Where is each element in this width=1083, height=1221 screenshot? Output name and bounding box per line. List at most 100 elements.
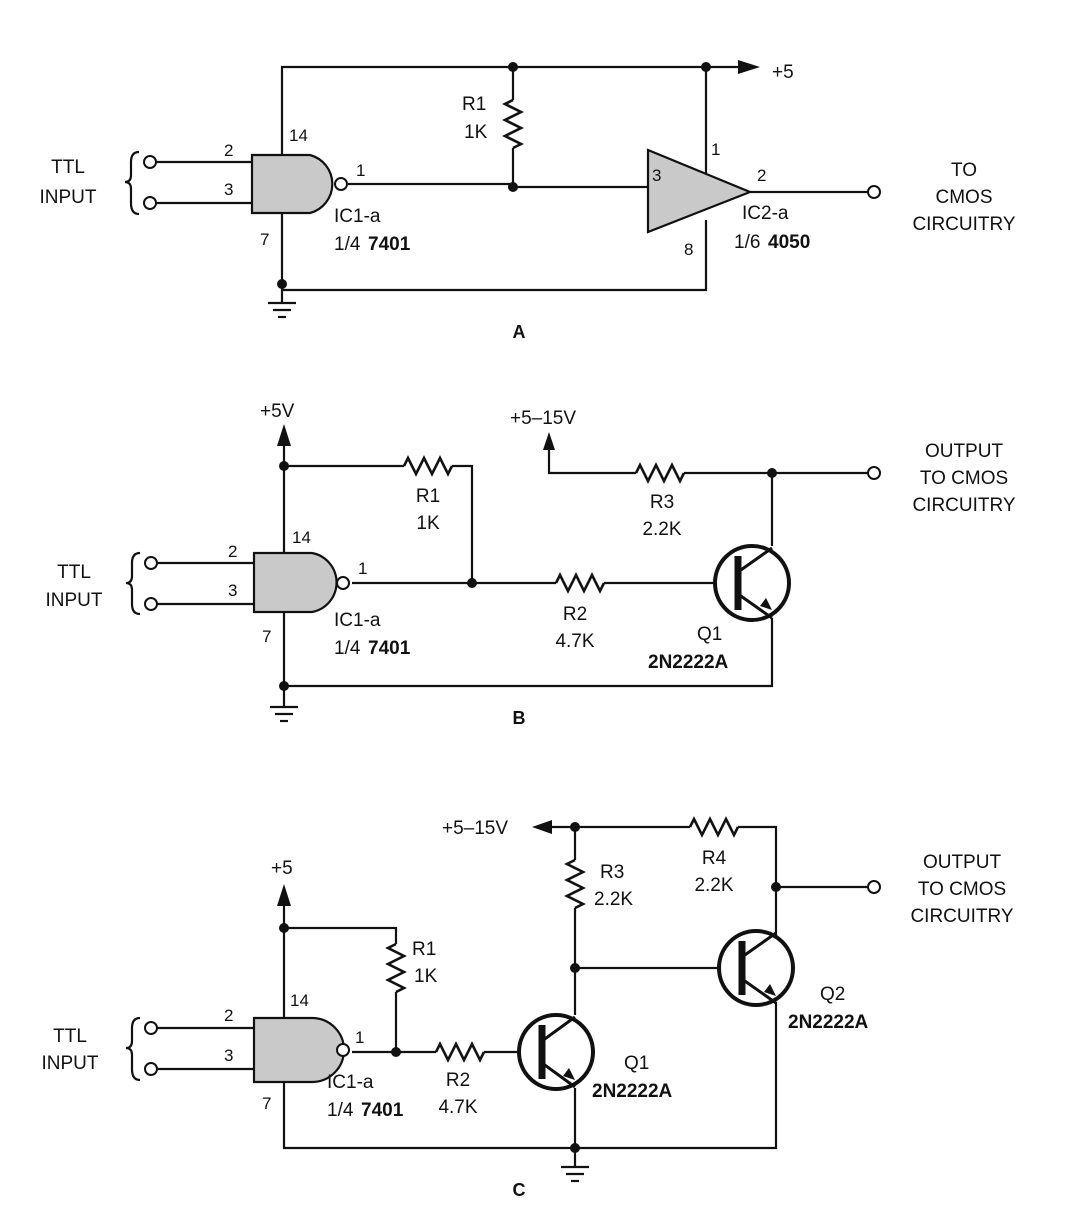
- c-input-terminal: [144, 1062, 158, 1076]
- c-r4-name: R4: [702, 848, 727, 869]
- b-junction-dot: [279, 681, 289, 691]
- b-gate-pin-vcc: 14: [292, 528, 311, 547]
- a-input-terminal: [143, 196, 157, 210]
- b-r3-value: 2.2K: [642, 519, 681, 540]
- b-r1-resistor: [402, 455, 454, 477]
- a-output-label-1: TO: [951, 160, 977, 181]
- c-junction-dot: [279, 923, 289, 933]
- a-gate-pin-in2: 3: [224, 180, 233, 199]
- a-junction-dot: [701, 62, 711, 72]
- a-input-label-2: INPUT: [40, 187, 97, 208]
- c-junction-dot: [570, 822, 580, 832]
- c-r2-name: R2: [446, 1070, 470, 1091]
- b-q1-name: Q1: [697, 624, 722, 645]
- c-ground-icon: [561, 1165, 589, 1183]
- b-r2-value: 4.7K: [555, 631, 594, 652]
- a-buffer-part: 4050: [768, 232, 810, 253]
- c-junction-dot: [570, 963, 580, 973]
- c-gnd-rail-wire: [282, 1002, 778, 1150]
- c-supply-label: +5: [271, 858, 293, 879]
- b-ground-icon: [270, 705, 298, 723]
- b-junction-dot: [467, 578, 477, 588]
- c-r4-resistor: [688, 816, 740, 838]
- c-supply2-label: +5–15V: [442, 818, 508, 839]
- a-buffer-triangle: [646, 148, 753, 234]
- c-junction-dot: [771, 882, 781, 892]
- a-gate-pin-vcc: 14: [289, 126, 308, 145]
- c-q2-part: 2N2222A: [788, 1012, 869, 1033]
- a-r1-resistor: [502, 98, 524, 150]
- a-gate-bubble: [334, 177, 348, 191]
- diagram-c: TTL INPUT +5 2 3 14 7 1 IC1-a 1/4 7401 R…: [42, 816, 1014, 1200]
- c-r1-name: R1: [412, 939, 436, 960]
- c-gate-pin-gnd: 7: [262, 1094, 271, 1113]
- c-gate-bubble: [336, 1043, 350, 1057]
- c-r4-value: 2.2K: [694, 875, 733, 896]
- c-q1-transistor: [517, 1013, 595, 1091]
- b-caption: B: [513, 708, 526, 728]
- a-input-brace: [124, 150, 140, 216]
- c-q1-part: 2N2222A: [592, 1081, 673, 1102]
- c-r2-value: 4.7K: [438, 1097, 477, 1118]
- c-input-terminal: [144, 1021, 158, 1035]
- c-gate-pin-in2: 3: [224, 1046, 233, 1065]
- a-junction-dot: [277, 279, 287, 289]
- c-r1-resistor: [385, 942, 407, 994]
- a-supply-label: +5: [772, 62, 794, 83]
- a-gate-part: 7401: [368, 234, 411, 255]
- c-gate-part: 7401: [361, 1100, 404, 1121]
- b-junction-dot: [279, 461, 289, 471]
- b-r1-right-wire: [452, 464, 474, 583]
- b-gate-pin-gnd: 7: [262, 627, 271, 646]
- b-r2-resistor: [554, 572, 606, 594]
- a-supply-arrow-icon: [738, 60, 760, 74]
- a-r1-value: 1K: [464, 122, 488, 143]
- c-q2-name: Q2: [820, 984, 845, 1005]
- c-output-label-1: OUTPUT: [923, 852, 1002, 873]
- a-output-label-2: CMOS: [936, 187, 993, 208]
- a-gate-pin-gnd: 7: [260, 230, 269, 249]
- a-output-label-3: CIRCUITRY: [912, 214, 1015, 235]
- b-junction-dot: [767, 468, 777, 478]
- c-r3-resistor: [564, 858, 586, 910]
- c-q1-name: Q1: [624, 1053, 649, 1074]
- a-buffer-pin-gnd: 8: [684, 240, 693, 259]
- a-gnd-rail-wire: [280, 210, 708, 292]
- b-r3-name: R3: [650, 492, 674, 513]
- b-input-brace: [125, 551, 141, 616]
- a-input-label-1: TTL: [51, 157, 85, 178]
- b-r1-value: 1K: [416, 513, 440, 534]
- c-junction-dot: [570, 1143, 580, 1153]
- c-r2-resistor: [434, 1041, 486, 1063]
- a-input-terminal: [143, 155, 157, 169]
- c-supply-arrow-icon: [277, 884, 291, 906]
- a-gate-ref: IC1-a: [334, 206, 381, 227]
- a-buffer-pin-vcc: 1: [711, 140, 720, 159]
- a-junction-dot: [508, 62, 518, 72]
- b-q1-transistor: [713, 544, 791, 622]
- b-gate-ref: IC1-a: [334, 610, 381, 631]
- c-r3-name: R3: [600, 862, 624, 883]
- c-r1-top-wire: [284, 926, 398, 944]
- b-r2-name: R2: [563, 604, 587, 625]
- a-gate-pin-out: 1: [356, 161, 365, 180]
- a-gate-pin-in1: 2: [224, 141, 233, 160]
- b-gate-part-prefix: 1/4: [334, 638, 361, 659]
- b-input-label-1: TTL: [57, 562, 91, 583]
- b-input-terminal: [144, 556, 158, 570]
- b-input-terminal: [144, 597, 158, 611]
- a-junction-dot: [508, 182, 518, 192]
- diagram-a: TTL INPUT 2 3 14 7 1 IC1-a 1/4 7401 R1 1…: [40, 60, 1016, 342]
- b-supply-arrow-icon: [277, 424, 291, 446]
- b-r3-resistor: [634, 462, 686, 484]
- b-nand-gate: [252, 551, 338, 614]
- b-gate-pin-out: 1: [358, 559, 367, 578]
- diagram-b: TTL INPUT +5V 2 3 14 7 1 IC1-a 1/4 7401 …: [46, 401, 1016, 728]
- a-caption: A: [513, 322, 526, 342]
- a-gate-part-prefix: 1/4: [334, 234, 361, 255]
- b-input-label-2: INPUT: [46, 590, 103, 611]
- a-buffer-pin-in: 3: [652, 166, 661, 185]
- a-vcc-rail-wire: [280, 65, 708, 178]
- c-input-label-1: TTL: [53, 1026, 87, 1047]
